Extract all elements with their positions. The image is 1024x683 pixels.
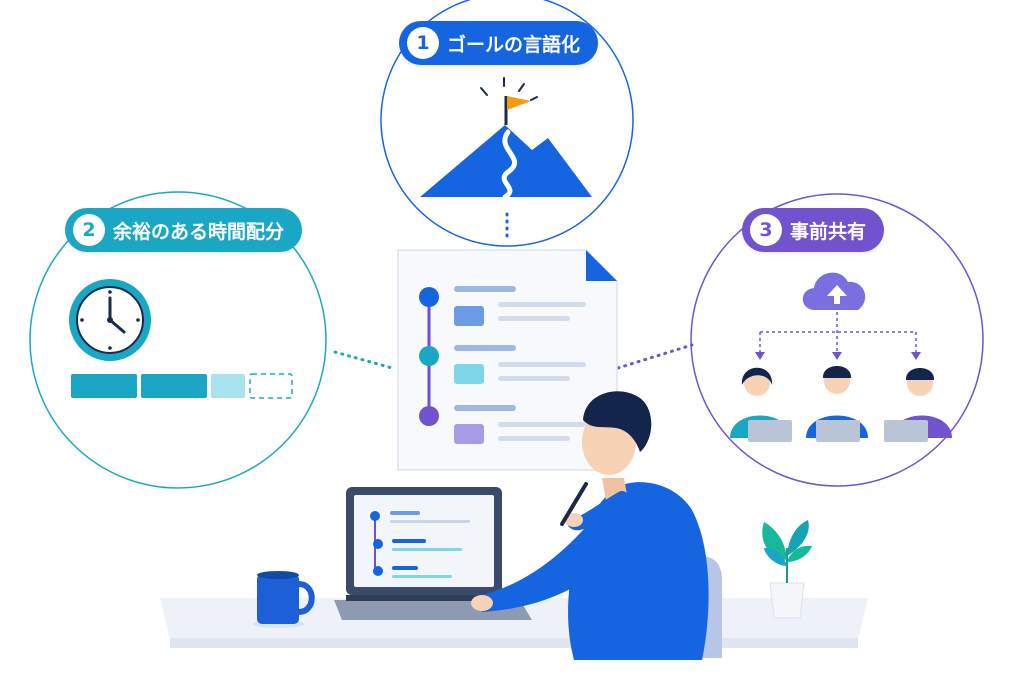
step-1-number: 1 xyxy=(407,27,439,59)
laptop-icon xyxy=(334,487,532,620)
step-3-label: 事前共有 xyxy=(790,220,867,243)
step-2-label: 余裕のある時間配分 xyxy=(113,220,285,243)
time-blocks xyxy=(71,373,293,399)
team-member-3 xyxy=(884,368,952,442)
time-circle xyxy=(29,191,327,489)
team-member-1 xyxy=(730,367,792,442)
checklist-document-icon xyxy=(397,249,618,471)
share-arrows xyxy=(755,312,921,360)
clock-icon xyxy=(69,279,151,361)
step-2-number: 2 xyxy=(73,214,105,246)
share-circle xyxy=(690,193,984,487)
step-1-badge: 1 ゴールの言語化 xyxy=(399,21,599,65)
mountain-flag-icon xyxy=(420,77,592,200)
step-2-badge: 2 余裕のある時間配分 xyxy=(65,208,303,252)
team-member-2 xyxy=(806,366,868,442)
step-3-number: 3 xyxy=(750,214,782,246)
step-3-badge: 3 事前共有 xyxy=(742,208,885,252)
cloud-upload-icon xyxy=(802,272,866,310)
person xyxy=(471,391,709,660)
connectors xyxy=(333,212,694,370)
plant-icon xyxy=(762,520,812,619)
team-members xyxy=(730,366,952,442)
mug-icon xyxy=(253,571,315,628)
step-1-label: ゴールの言語化 xyxy=(447,33,581,56)
